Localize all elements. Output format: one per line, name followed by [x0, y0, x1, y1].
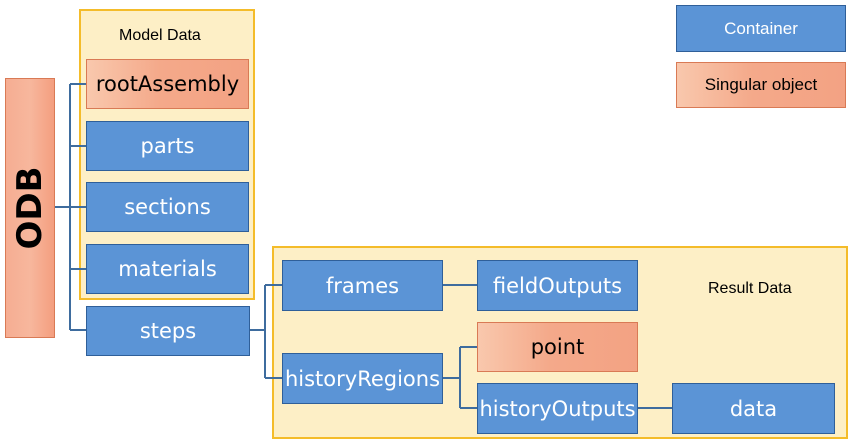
materials-node: materials — [86, 244, 249, 294]
odb-to-children-connector — [55, 83, 86, 331]
sections-node: sections — [86, 182, 249, 232]
result-data-title: Result Data — [708, 280, 792, 297]
parts-node: parts — [86, 121, 249, 171]
history-outputs-node: historyOutputs — [477, 383, 638, 434]
frames-node: frames — [282, 260, 443, 311]
point-node: point — [477, 322, 638, 372]
steps-to-children-connector — [250, 284, 282, 379]
data-node: data — [672, 383, 835, 434]
odb-label: ODB — [10, 166, 50, 250]
legend-singular-object: Singular object — [676, 62, 846, 108]
steps-node: steps — [86, 306, 250, 356]
model-data-title: Model Data — [119, 27, 201, 44]
field-outputs-node: fieldOutputs — [477, 260, 638, 311]
history-regions-node: historyRegions — [282, 353, 443, 404]
root-assembly-node: rootAssembly — [86, 59, 249, 109]
historyregions-to-children-connector — [443, 346, 477, 409]
odb-node: ODB — [5, 78, 55, 338]
legend-container: Container — [676, 5, 846, 52]
